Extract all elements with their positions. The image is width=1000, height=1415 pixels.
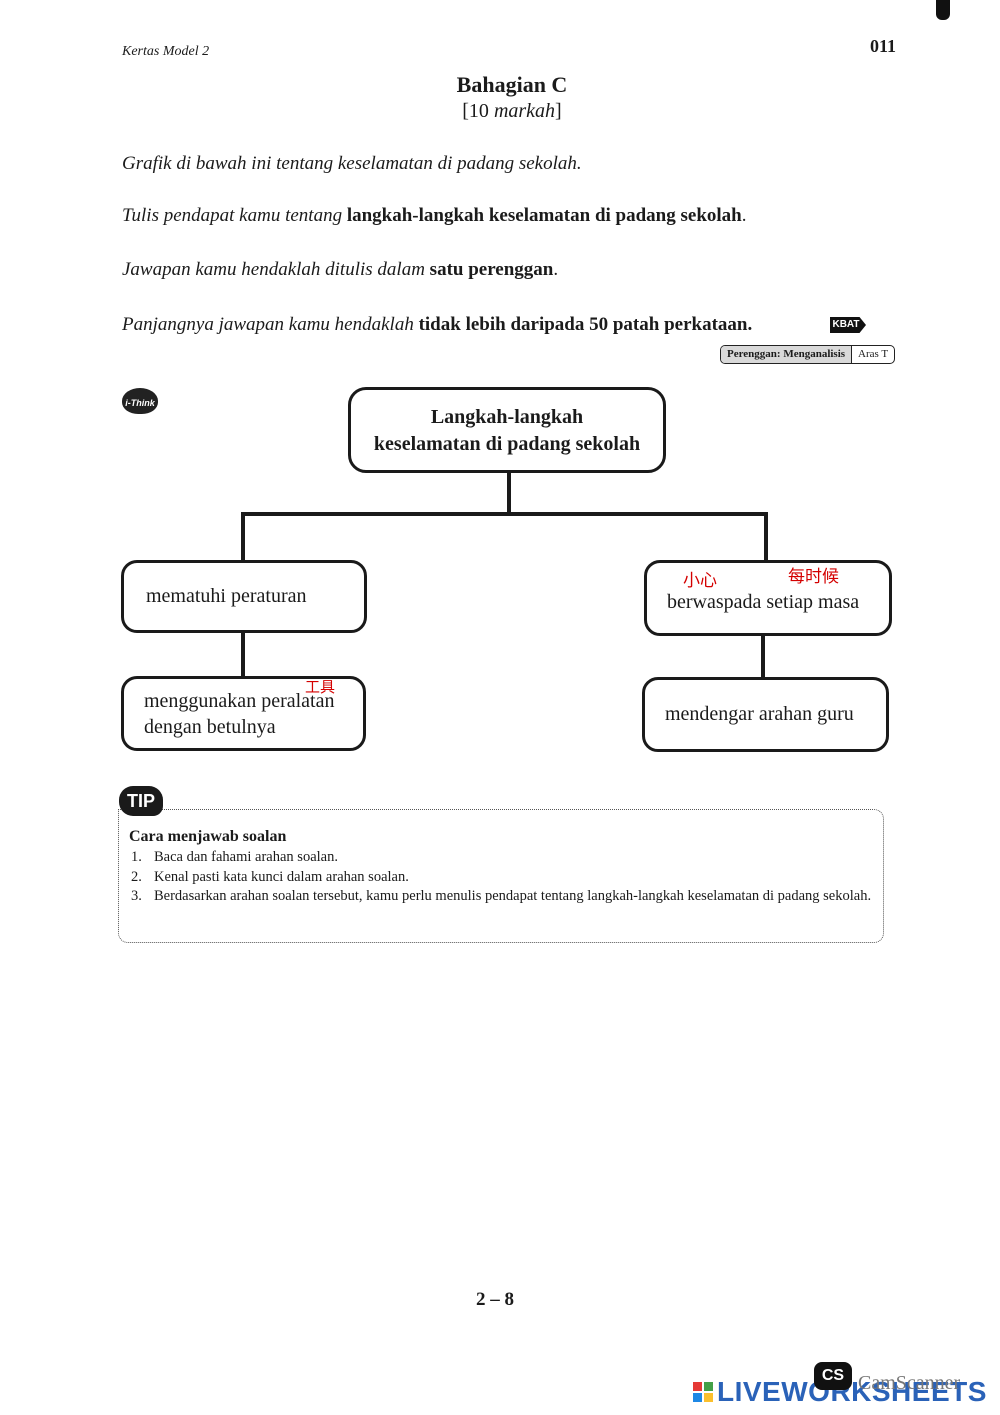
diagram-box-listen-teacher: mendengar arahan guru	[642, 677, 889, 752]
kbat-badge: KBAT	[830, 317, 866, 333]
corner-mark	[936, 0, 950, 20]
diagram-box-stay-alert: berwaspada setiap masa	[644, 560, 892, 636]
tip-item: 3.Berdasarkan arahan soalan tersebut, ka…	[131, 888, 872, 904]
instruction-2: Tulis pendapat kamu tentang langkah-lang…	[122, 205, 747, 226]
tip-box	[118, 809, 884, 943]
tip-heading: Cara menjawab soalan	[129, 828, 287, 845]
instruction-4: Panjangnya jawapan kamu hendaklah tidak …	[122, 314, 753, 335]
connector-right-lower	[761, 635, 765, 678]
instruction-3: Jawapan kamu hendaklah ditulis dalam sat…	[122, 259, 559, 280]
page-number: 2 – 8	[476, 1289, 514, 1310]
main-box-line2: keselamatan di padang sekolah	[373, 433, 641, 455]
diagram-box-use-equipment: menggunakan peralatan dengan betulnya	[121, 676, 366, 751]
diagram-box-follow-rules: mematuhi peraturan	[121, 560, 367, 633]
camscanner-logo-icon: CS	[814, 1362, 852, 1390]
tip-badge: TIP	[119, 786, 163, 816]
box3-line2: dengan betulnya	[144, 715, 276, 738]
connector-main-stem	[507, 472, 511, 515]
connector-left-lower	[241, 632, 245, 677]
connector-horizontal	[241, 512, 768, 516]
annotation-careful: 小心	[683, 571, 717, 591]
liveworksheets-grid-icon	[693, 1382, 713, 1402]
page-code: 011	[870, 36, 897, 56]
tip-item: 2.Kenal pasti kata kunci dalam arahan so…	[131, 868, 409, 885]
annotation-tools: 工具	[305, 678, 336, 696]
section-title: Bahagian C	[456, 72, 568, 97]
connector-left-drop	[241, 512, 245, 561]
section-marks: [10 markah]	[462, 100, 562, 122]
connector-right-drop	[764, 512, 768, 561]
tip-list: 1.Baca dan fahami arahan soalan. 2.Kenal…	[131, 848, 876, 907]
ithink-cloud-icon: i-Think	[122, 388, 158, 414]
instruction-1: Grafik di bawah ini tentang keselamatan …	[122, 153, 582, 174]
main-box-line1: Langkah-langkah	[430, 406, 584, 428]
camscanner-text: CamScanner	[858, 1372, 961, 1394]
annotation-always: 每时候	[788, 567, 839, 587]
level-tag-label: Perenggan: Menganalisis	[721, 346, 853, 363]
tip-item: 1.Baca dan fahami arahan soalan.	[131, 849, 338, 865]
diagram-main-box: Langkah-langkah keselamatan di padang sek…	[348, 387, 666, 473]
level-tag-value: Aras T	[858, 348, 889, 360]
paper-model-label: Kertas Model 2	[122, 44, 210, 59]
box3-line1: menggunakan peralatan	[144, 689, 335, 712]
level-tag: Perenggan: Menganalisis Aras T	[720, 345, 896, 364]
